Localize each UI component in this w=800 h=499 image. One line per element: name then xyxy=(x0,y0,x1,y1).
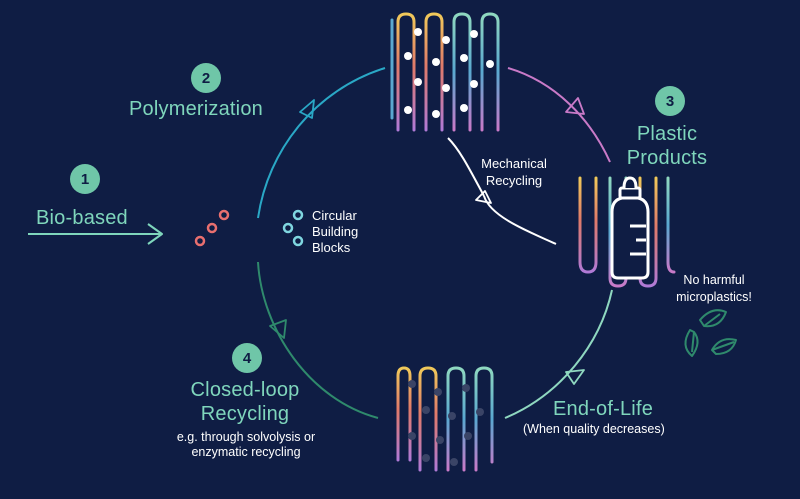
mechanical-recycling-label: Mechanical Recycling xyxy=(481,156,547,188)
arc-to-end-of-life xyxy=(504,289,613,419)
step-2-badge: 2 xyxy=(191,63,221,93)
bottle-icon xyxy=(610,176,650,280)
arc-mechanical-recycling-top xyxy=(447,137,485,197)
step-2-title: Polymerization xyxy=(129,98,263,120)
end-of-life-title: End-of-Life xyxy=(553,398,654,420)
building-blocks-icon xyxy=(194,209,304,247)
step-1-badge: 1 xyxy=(70,164,100,194)
recycle-leaves-icon xyxy=(684,309,737,357)
arc-closed-loop xyxy=(257,261,379,419)
step-3-title: Plastic Products xyxy=(626,123,708,169)
arc-to-products xyxy=(507,67,611,163)
arrow-right-icon xyxy=(28,223,163,245)
polymer-links-top xyxy=(404,28,494,118)
arc-arrow-closed-loop xyxy=(269,319,287,339)
step-4-badge: 4 xyxy=(232,343,262,373)
microplastics-note: No harmful microplastics! xyxy=(676,273,752,304)
polymer-strands-products xyxy=(578,176,676,288)
step-1-title: Bio-based xyxy=(36,207,128,229)
polymer-strands-end-of-life xyxy=(396,366,494,472)
building-blocks-label: Circular Building Blocks xyxy=(312,208,359,255)
polymer-strands-top xyxy=(390,12,500,132)
polymer-links-end-of-life xyxy=(408,380,484,466)
step-3-badge: 3 xyxy=(655,86,685,116)
arc-arrow-products xyxy=(565,97,585,115)
end-of-life-note: (When quality decreases) xyxy=(523,422,665,436)
arc-arrow-end-of-life xyxy=(565,369,585,385)
arc-arrow-polymerization xyxy=(299,99,315,119)
arc-arrow-mechanical-recycling xyxy=(475,190,492,204)
arc-polymerization xyxy=(257,67,386,219)
step-4-note: e.g. through solvolysis or enzymatic rec… xyxy=(176,430,316,459)
arc-mechanical-recycling xyxy=(483,195,557,245)
step-4-title: Closed-loop Recycling xyxy=(190,379,300,425)
